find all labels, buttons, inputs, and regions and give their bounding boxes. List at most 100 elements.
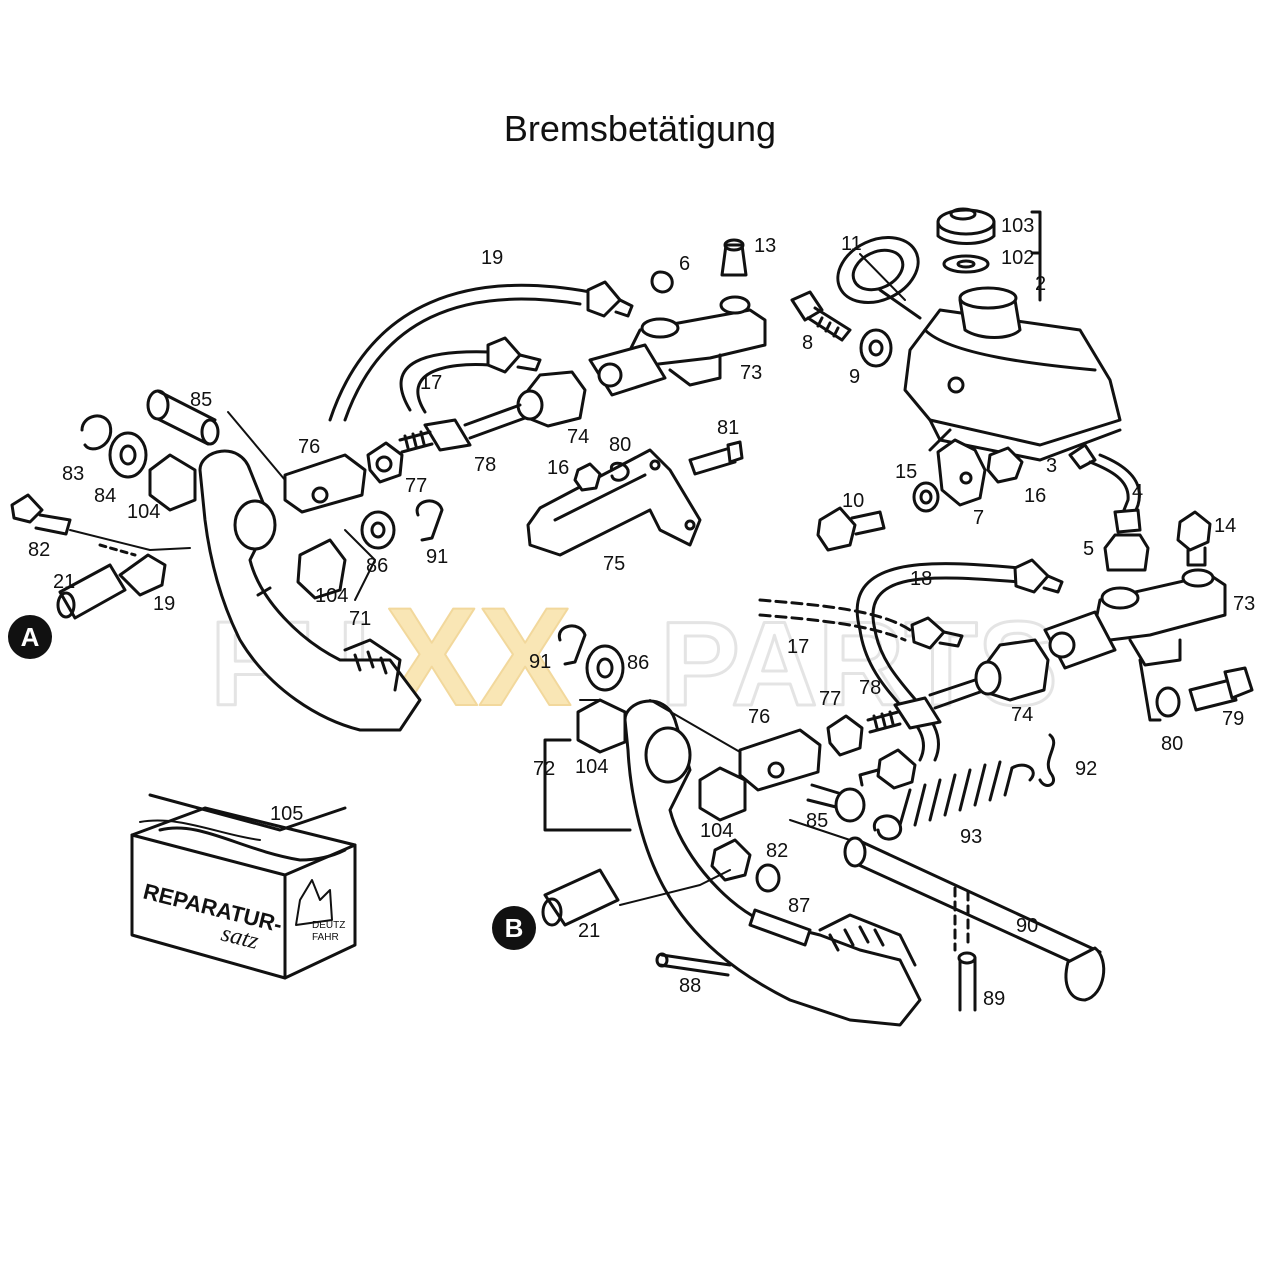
- part-label: 76: [748, 706, 770, 728]
- marker-b-letter: B: [505, 913, 524, 943]
- right-bracket-parts: [816, 438, 1024, 552]
- part-label: 21: [578, 920, 600, 942]
- part-label: 6: [679, 253, 690, 275]
- part-label: 15: [895, 461, 917, 483]
- part-label: 16: [547, 457, 569, 479]
- brake-lines: [328, 283, 1022, 762]
- part-label: 17: [787, 636, 809, 658]
- pushrod-assembly-lower: [738, 638, 1050, 792]
- part-label: 14: [1214, 515, 1236, 537]
- brake-line-17-upper: [399, 350, 492, 412]
- part-label: 21: [53, 571, 75, 593]
- diaphragm: [836, 236, 922, 320]
- part-label: 75: [603, 553, 625, 575]
- part-label: 91: [426, 546, 448, 568]
- part-label: 7: [973, 507, 984, 529]
- part-label: 91: [529, 651, 551, 673]
- part-label: 85: [806, 810, 828, 832]
- part-label: 104: [315, 585, 348, 607]
- left-fittings: [10, 493, 167, 620]
- part-label: 86: [366, 555, 388, 577]
- part-label: 92: [1075, 758, 1097, 780]
- pin-upper: [146, 389, 220, 446]
- part-label: 93: [960, 826, 982, 848]
- left-washers: [80, 414, 197, 512]
- part-label: 76: [298, 436, 320, 458]
- part-label: 3: [1046, 455, 1057, 477]
- part-label: 86: [627, 652, 649, 674]
- part-label: 105: [270, 803, 303, 825]
- part-label: 104: [700, 820, 733, 842]
- marker-b: B: [492, 906, 536, 950]
- part-label: 104: [127, 501, 160, 523]
- leader-lines: [69, 253, 1041, 906]
- part-label: 73: [740, 362, 762, 384]
- master-cylinder-lower: [1043, 568, 1227, 670]
- part-label: 74: [1011, 704, 1033, 726]
- cross-shaft: [655, 836, 1106, 1012]
- part-label: 73: [1233, 593, 1255, 615]
- pedal-lower: [543, 699, 922, 1027]
- part-label: 19: [153, 593, 175, 615]
- part-label: 85: [190, 389, 212, 411]
- part-label: 77: [405, 475, 427, 497]
- brake-line-19-upper: [328, 283, 592, 422]
- master-cylinder-upper: [588, 238, 767, 397]
- part-label: 74: [567, 426, 589, 448]
- part-label: 10: [842, 490, 864, 512]
- part-label: 17: [420, 372, 442, 394]
- part-label: 71: [349, 608, 371, 630]
- part-label: 89: [983, 988, 1005, 1010]
- bolt-8: [790, 290, 893, 368]
- clevis-upper: [283, 453, 367, 514]
- part-label: 19: [481, 247, 503, 269]
- bracket-fasteners: [573, 440, 744, 492]
- bolt-79: [1138, 658, 1254, 722]
- part-label: 77: [819, 688, 841, 710]
- marker-a: A: [8, 615, 52, 659]
- part-label: 18: [910, 568, 932, 590]
- part-label: 90: [1016, 915, 1038, 937]
- lower-fittings: [541, 838, 781, 927]
- brake-line-19-upper-b: [343, 297, 582, 422]
- bracket: [526, 448, 702, 557]
- kit-box-logo-top: DEUTZ: [312, 920, 345, 931]
- part-label: 102: [1001, 247, 1034, 269]
- return-spring: [872, 733, 1056, 841]
- part-label: 103: [1001, 215, 1034, 237]
- part-label: 82: [28, 539, 50, 561]
- kit-box-logo-bottom: FAHR: [312, 932, 339, 943]
- part-label: 88: [679, 975, 701, 997]
- reservoir: [903, 286, 1122, 462]
- part-label: 11: [841, 233, 862, 255]
- part-label: 82: [766, 840, 788, 862]
- part-label: 83: [62, 463, 84, 485]
- brake-line-17-lower: [758, 598, 912, 632]
- part-label: 79: [1222, 708, 1244, 730]
- part-label: 16: [1024, 485, 1046, 507]
- part-label: 13: [754, 235, 776, 257]
- brake-line-17-lower-b: [758, 613, 907, 642]
- pushrod-assembly-upper: [366, 370, 587, 484]
- line-nuts-lower: [910, 558, 1064, 650]
- part-label: 8: [802, 332, 813, 354]
- part-label: 78: [859, 677, 881, 699]
- pedal-upper: [198, 449, 422, 732]
- repair-kit-box: [130, 793, 357, 980]
- reservoir-line: [1068, 443, 1212, 572]
- brake-line-17-upper-b: [416, 363, 492, 414]
- part-label: 80: [609, 434, 631, 456]
- pin-lower: [806, 783, 866, 823]
- part-label: 81: [717, 417, 739, 439]
- reservoir-cap: [936, 207, 1042, 302]
- part-label: 80: [1161, 733, 1183, 755]
- part-label: 2: [1035, 273, 1046, 295]
- part-label: 72: [533, 758, 555, 780]
- part-label: 104: [575, 756, 608, 778]
- marker-a-letter: A: [21, 622, 40, 652]
- part-label: 9: [849, 366, 860, 388]
- line-nuts-upper: [486, 280, 634, 374]
- part-label: 84: [94, 485, 116, 507]
